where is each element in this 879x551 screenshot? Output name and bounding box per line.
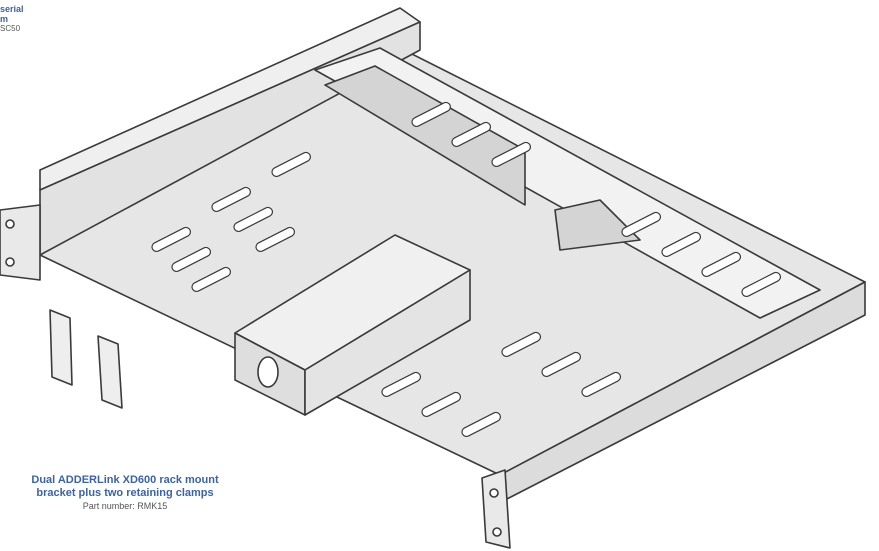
bottom-caption-part-number: Part number: RMK15 — [82, 501, 168, 511]
retaining-box-hole — [257, 356, 279, 388]
top-caption-line1: serial — [0, 4, 24, 14]
right-ear-hole-top — [489, 488, 499, 498]
left-rack-ear — [0, 204, 41, 281]
vent-slots — [151, 101, 782, 438]
bottom-caption: Dual ADDERLink XD600 rack mount bracket … — [0, 474, 250, 513]
bottom-caption-line1: Dual ADDERLink XD600 rack mount — [31, 474, 219, 486]
retaining-clamp-2 — [97, 335, 123, 409]
top-caption-line2: m — [0, 14, 9, 24]
retaining-box-side — [304, 269, 471, 416]
bottom-caption-line2: bracket plus two retaining clamps — [36, 487, 214, 499]
right-ear-hole-bottom — [492, 527, 502, 537]
top-caption: serial m SC50 — [0, 4, 24, 34]
right-rack-ear — [481, 469, 511, 549]
left-ear-hole-top — [5, 219, 15, 229]
top-caption-part-number: SC50 — [0, 24, 21, 33]
retaining-clamp-1 — [49, 309, 73, 386]
rear-rail-window-2 — [554, 199, 641, 251]
left-ear-hole-bottom — [5, 257, 15, 267]
